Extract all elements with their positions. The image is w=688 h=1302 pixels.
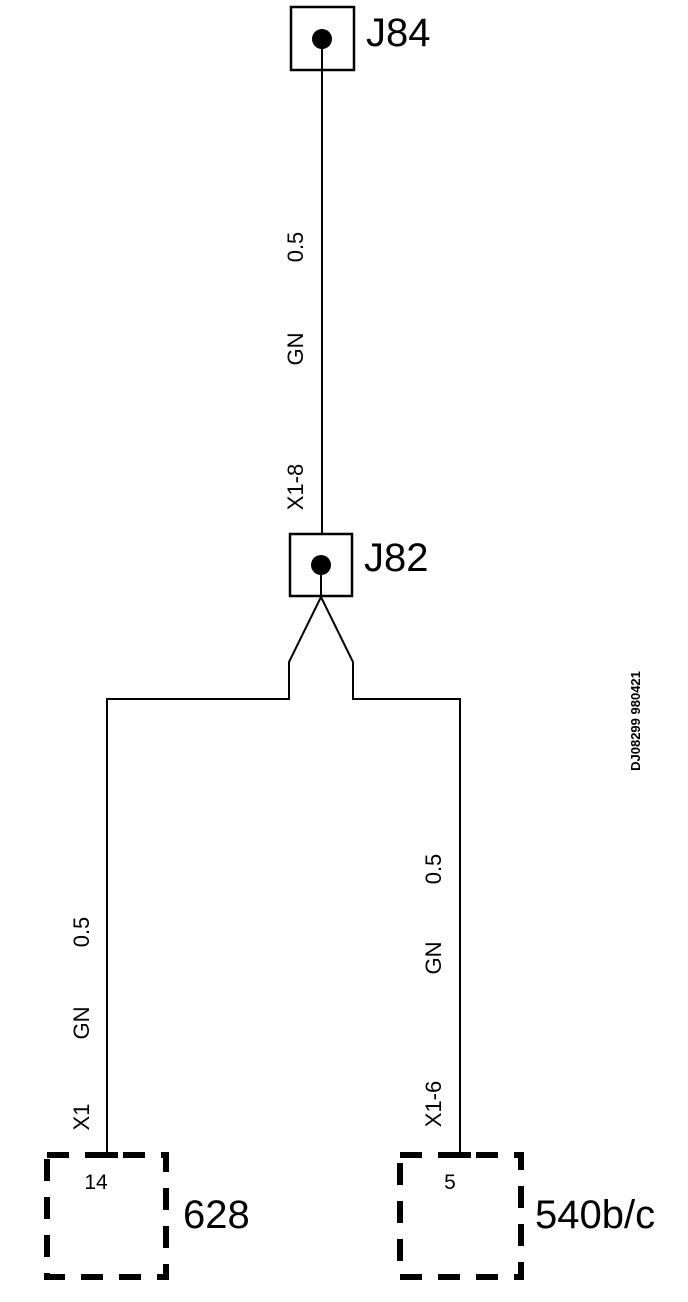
component-540bc-pin: 5 bbox=[444, 1171, 456, 1194]
wire-left-size: 0.5 bbox=[69, 917, 94, 948]
connector-j82-label: J82 bbox=[364, 536, 429, 580]
component-540bc-box bbox=[397, 1152, 524, 1280]
wire-upper-color: GN bbox=[283, 333, 308, 366]
wire-upper-size: 0.5 bbox=[283, 232, 308, 263]
wire-left-pin: X1 bbox=[69, 1104, 94, 1131]
wire-right-pin: X1-6 bbox=[421, 1081, 446, 1127]
wire-right-size: 0.5 bbox=[421, 854, 446, 885]
reference-code: DJ08299 980421 bbox=[628, 671, 643, 771]
wire-left bbox=[106, 575, 322, 1155]
connector-j84-label: J84 bbox=[366, 11, 431, 55]
wire-upper-pin: X1-8 bbox=[283, 464, 308, 510]
component-628-pin: 14 bbox=[84, 1171, 108, 1194]
component-628 bbox=[44, 1152, 169, 1280]
wire-left-color: GN bbox=[69, 1007, 94, 1040]
wire-right-color: GN bbox=[421, 942, 446, 975]
component-540bc-label: 540b/c bbox=[535, 1193, 655, 1237]
connector-j82-dot bbox=[311, 555, 331, 575]
wire-right bbox=[320, 575, 461, 1155]
connector-j84-dot bbox=[312, 29, 332, 49]
component-540bc bbox=[397, 1152, 524, 1280]
component-628-label: 628 bbox=[183, 1193, 250, 1237]
